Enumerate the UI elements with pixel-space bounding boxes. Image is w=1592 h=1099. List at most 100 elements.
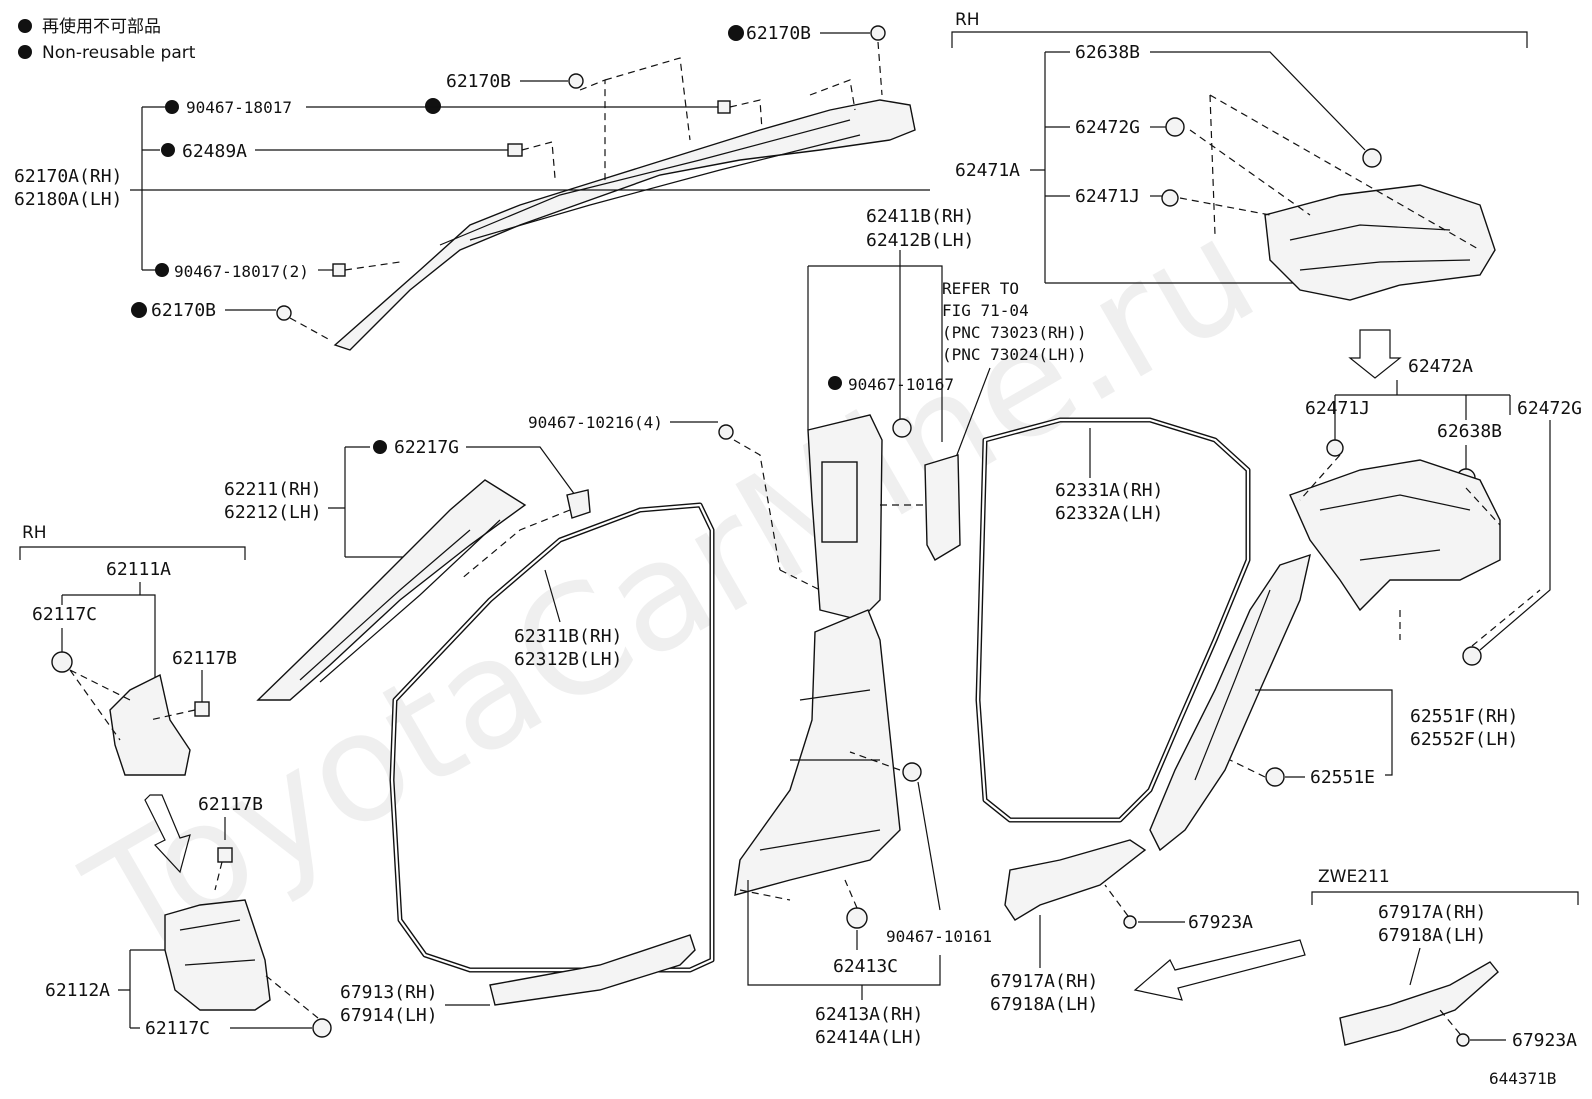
- center-pillar-group: 62411B(RH) 62412B(LH) REFER TO FIG 71-04…: [528, 206, 1087, 1048]
- front-pillar-group: 62217G 62211(RH) 62212(LH): [224, 437, 591, 701]
- clip-62117B-b: [217, 847, 233, 863]
- rear-door-weatherstrip-group: 62331A(RH) 62332A(LH): [975, 417, 1251, 823]
- label-67917A-rh-b: 67917A(RH): [1378, 902, 1486, 923]
- label-62638B-mid: 62638B: [1437, 421, 1502, 442]
- label-62111A: 62111A: [106, 559, 171, 580]
- section-rh-top: RH: [955, 10, 980, 30]
- arrow-left-icon: [1133, 939, 1306, 1001]
- non-reusable-dot: [161, 143, 175, 157]
- label-62414A-lh: 62414A(LH): [815, 1027, 923, 1048]
- clip-62551E: [1265, 767, 1285, 787]
- rear-scuff-plate-group: 67923A 67917A(RH) 67918A(LH) ZWE211 6791…: [990, 839, 1579, 1051]
- label-62170B-a: 62170B: [446, 71, 511, 92]
- arrow-down-icon: [144, 794, 191, 874]
- seat-belt-anchor: [924, 454, 961, 561]
- label-62180A-lh: 62180A(LH): [14, 189, 122, 210]
- rear-pillar-lower-garnish: [1149, 553, 1311, 852]
- clip-90467-18017: [717, 100, 731, 114]
- non-reusable-dot: [373, 440, 387, 454]
- label-62472G-mid: 62472G: [1517, 398, 1582, 419]
- label-62638B-top: 62638B: [1075, 42, 1140, 63]
- clip-62170B-a: [568, 73, 584, 89]
- clip-62117B-a: [194, 701, 210, 717]
- roof-rail-garnish: [333, 99, 916, 351]
- label-90467-10167: 90467-10167: [848, 375, 954, 394]
- clip-62471J-mid: [1326, 439, 1344, 457]
- quarter-trim-upper-group: RH 62638B 62472G 62471A 62471J: [951, 10, 1528, 379]
- label-62170B-b: 62170B: [746, 23, 811, 44]
- label-67914-lh: 67914(LH): [340, 1005, 438, 1026]
- label-67923A-b: 67923A: [1512, 1030, 1577, 1051]
- arrow-down-icon: [1348, 329, 1402, 379]
- clip-62638B-top: [1362, 148, 1382, 168]
- clip-62472G-mid: [1462, 646, 1482, 666]
- quarter-trim-upper: [1264, 184, 1496, 301]
- clip-62170B-b: [870, 25, 886, 41]
- label-90467-18017: 90467-18017: [186, 98, 292, 117]
- label-67918A-lh-b: 67918A(LH): [1378, 925, 1486, 946]
- ref-line-4: (PNC 73024(LH)): [942, 345, 1087, 364]
- rear-scuff-plate-zwe: [1339, 961, 1499, 1046]
- clip-62413C: [846, 907, 868, 929]
- label-67913-rh: 67913(RH): [340, 982, 438, 1003]
- label-62331A-rh: 62331A(RH): [1055, 480, 1163, 501]
- label-62471A: 62471A: [955, 160, 1020, 181]
- rear-pillar-lower-group: 62551F(RH) 62552F(LH) 62551E: [1149, 553, 1518, 852]
- label-62312B-lh: 62312B(LH): [514, 649, 622, 670]
- cowl-side-trim-lower: [164, 899, 271, 1011]
- quarter-trim-lower: [1289, 459, 1501, 612]
- clip-62217G: [566, 489, 591, 519]
- label-62471J-top: 62471J: [1075, 186, 1140, 207]
- legend-bullet-2: [18, 45, 32, 59]
- label-62117C-a: 62117C: [32, 604, 97, 625]
- ref-line-2: FIG 71-04: [942, 301, 1029, 320]
- clip-90467-10216: [718, 424, 734, 440]
- center-pillar-lower: [734, 609, 901, 896]
- front-door-weatherstrip-group: 62311B(RH) 62312B(LH): [389, 502, 715, 973]
- clip-67923A-a: [1123, 915, 1137, 929]
- label-62217G: 62217G: [394, 437, 459, 458]
- label-67917A-rh-a: 67917A(RH): [990, 971, 1098, 992]
- label-62413A-rh: 62413A(RH): [815, 1004, 923, 1025]
- cowl-side-trim-upper: [109, 673, 191, 776]
- quarter-trim-lower-group: 62472A 62471J 62638B 62472G: [1289, 356, 1582, 666]
- label-62411B-rh: 62411B(RH): [866, 206, 974, 227]
- front-scuff-plate-group: 67913(RH) 67914(LH): [340, 934, 696, 1026]
- legend-japanese: 再使用不可部品: [42, 16, 161, 37]
- clip-90467-10161-a: [902, 762, 922, 782]
- non-reusable-dot: [828, 376, 842, 390]
- clip-90467-10167: [892, 418, 912, 438]
- label-62117B-a: 62117B: [172, 648, 237, 669]
- label-62117C-b: 62117C: [145, 1018, 210, 1039]
- label-62472G-top: 62472G: [1075, 117, 1140, 138]
- front-scuff-plate: [489, 934, 696, 1006]
- label-62489A: 62489A: [182, 141, 247, 162]
- clip-62117C-a: [51, 651, 73, 673]
- non-reusable-dot: [728, 25, 744, 41]
- label-90467-10161: 90467-10161: [886, 927, 992, 946]
- clip-67923A-b: [1456, 1033, 1470, 1047]
- non-reusable-dot: [425, 98, 441, 114]
- non-reusable-dot: [131, 302, 147, 318]
- label-62551E: 62551E: [1310, 767, 1375, 788]
- label-62471J-mid: 62471J: [1305, 398, 1370, 419]
- legend-english: Non-reusable part: [42, 43, 196, 63]
- label-62112A: 62112A: [45, 980, 110, 1001]
- clip-62472G-top: [1165, 117, 1185, 137]
- label-62472A: 62472A: [1408, 356, 1473, 377]
- label-62413C: 62413C: [833, 956, 898, 977]
- label-62551F-rh: 62551F(RH): [1410, 706, 1518, 727]
- section-zwe: ZWE211: [1318, 867, 1390, 887]
- label-62332A-lh: 62332A(LH): [1055, 503, 1163, 524]
- label-90467-10216: 90467-10216(4): [528, 413, 663, 432]
- clip-62170B-c: [276, 305, 292, 321]
- clip-62471J-top: [1161, 189, 1179, 207]
- cowl-side-group: RH 62111A 62117C 62117B 62117B 62112A 62…: [19, 523, 332, 1039]
- clip-90467-18017-2: [332, 263, 346, 277]
- section-rh-left: RH: [22, 523, 47, 543]
- label-62212-lh: 62212(LH): [224, 502, 322, 523]
- pillar-opening: [821, 461, 858, 543]
- label-90467-18017-2: 90467-18017(2): [174, 262, 309, 281]
- clip-62117C-b: [312, 1018, 332, 1038]
